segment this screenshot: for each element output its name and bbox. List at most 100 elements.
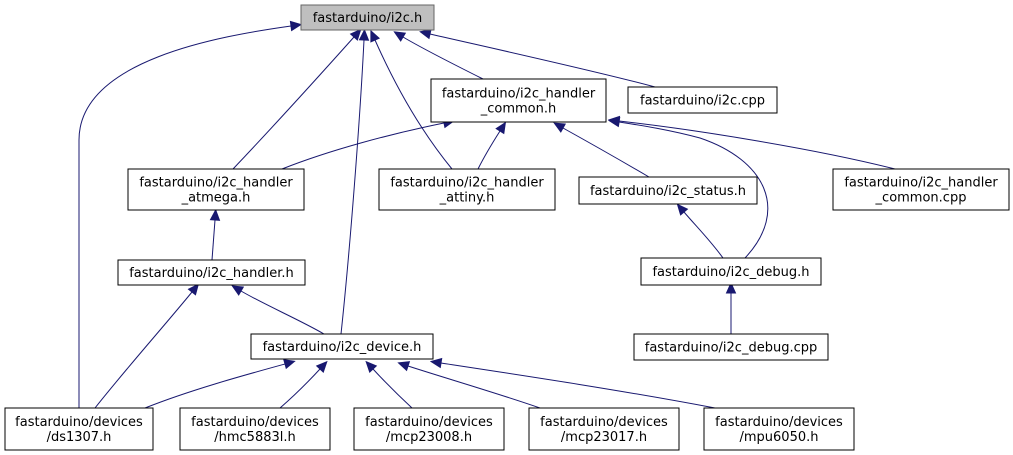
node-mcp23008[interactable]: fastarduino/devices/mcp23008.h [353, 407, 505, 451]
node-common-h[interactable]: fastarduino/i2c_handler_common.h [430, 78, 607, 123]
node-label: fastarduino/i2c_handler.h [129, 266, 294, 281]
edge-line [281, 122, 445, 170]
arrow-head [429, 357, 443, 369]
node-attiny-h[interactable]: fastarduino/i2c_handler_attiny.h [378, 168, 556, 211]
edge-mcp23008-to-device_h [365, 360, 413, 409]
edge-hmc5883l-to-device_h [279, 360, 328, 409]
edge-attiny_h-to-i2c_h [370, 29, 453, 170]
edge-debug_h-to-status_h [676, 203, 724, 259]
node-label: fastarduino/i2c_handler [844, 176, 998, 191]
node-label: /mpu6050.h [740, 430, 819, 445]
arrow-head [370, 29, 381, 43]
arrow-head [365, 360, 378, 373]
arrow-head [495, 121, 507, 135]
edge-debug_cpp-to-debug_h [725, 281, 737, 335]
node-label: fastarduino/i2c.h [313, 11, 423, 26]
edge-mpu6050-to-device_h [429, 357, 716, 409]
node-box [430, 78, 607, 123]
edge-status_h-to-common_h [553, 122, 650, 178]
edge-atmega_h-to-i2c_h [232, 28, 362, 170]
node-debug-cpp[interactable]: fastarduino/i2c_debug.cpp [633, 333, 829, 361]
edge-line [562, 127, 650, 178]
node-box [627, 86, 778, 114]
node-label: fastarduino/devices [15, 415, 143, 430]
edge-line [683, 211, 724, 259]
arrow-head [607, 115, 621, 127]
node-box [353, 407, 505, 451]
nodes-layer: fastarduino/i2c.h fastarduino/i2c_handler… [4, 4, 1010, 451]
edge-line [211, 219, 216, 261]
node-label: fastarduino/i2c_device.h [263, 340, 422, 355]
node-box [633, 333, 829, 361]
node-label: /hmc5883l.h [214, 430, 296, 445]
edge-line [477, 130, 501, 170]
node-handler-h[interactable]: fastarduino/i2c_handler.h [117, 259, 306, 286]
edge-common_h-to-i2c_h [393, 31, 484, 80]
edge-device_h-to-handler_h [231, 285, 325, 335]
node-common-cpp[interactable]: fastarduino/i2c_handler_common.cpp [832, 168, 1010, 211]
arrow-head [315, 360, 328, 373]
arrow-head [283, 359, 296, 370]
node-box [640, 257, 822, 286]
node-label: _common.cpp [875, 191, 967, 206]
edge-handler_h-to-atmega_h [209, 208, 221, 261]
arrow-head [289, 20, 303, 32]
edge-ds1307-to-i2c_h [78, 20, 303, 409]
node-label: fastarduino/devices [191, 415, 319, 430]
node-box [703, 407, 855, 451]
edge-ds1307-to-handler_h [94, 283, 200, 409]
edge-line [94, 291, 193, 409]
arrow-head [553, 122, 567, 133]
node-box [127, 168, 305, 211]
node-label: fastarduino/devices [540, 415, 668, 430]
node-label: fastarduino/i2c.cpp [640, 94, 765, 109]
node-box [250, 333, 434, 360]
node-box [578, 176, 758, 205]
node-mcp23017[interactable]: fastarduino/devices/mcp23017.h [528, 407, 680, 451]
node-i2c-cpp[interactable]: fastarduino/i2c.cpp [627, 86, 778, 114]
node-atmega-h[interactable]: fastarduino/i2c_handler_atmega.h [127, 168, 305, 211]
edge-line [374, 39, 453, 170]
node-label: fastarduino/i2c_debug.h [652, 265, 809, 280]
arrow-head [397, 361, 411, 372]
edge-line [618, 121, 769, 259]
edge-line [144, 363, 286, 409]
node-status-h[interactable]: fastarduino/i2c_status.h [578, 176, 758, 205]
node-box [117, 259, 306, 286]
edge-line [78, 25, 292, 409]
node-hmc5883l[interactable]: fastarduino/devices/hmc5883l.h [179, 407, 331, 451]
edge-attiny_h-to-common_h [477, 121, 507, 170]
edge-ds1307-to-device_h [144, 359, 296, 409]
node-label: /mcp23017.h [561, 430, 647, 445]
node-box [300, 4, 435, 31]
node-label: fastarduino/i2c_handler [442, 87, 596, 102]
node-mpu6050[interactable]: fastarduino/devices/mpu6050.h [703, 407, 855, 451]
node-label: fastarduino/devices [365, 415, 493, 430]
edge-line [240, 290, 325, 335]
edge-line [232, 36, 355, 170]
node-device-h[interactable]: fastarduino/i2c_device.h [250, 333, 434, 360]
edge-line [279, 368, 321, 409]
node-box [4, 407, 154, 451]
node-box [528, 407, 680, 451]
edge-device_h-to-i2c_h [340, 28, 370, 335]
edges-layer [78, 20, 896, 409]
edge-line [402, 36, 484, 80]
node-debug-h[interactable]: fastarduino/i2c_debug.h [640, 257, 822, 286]
arrow-head [419, 28, 432, 40]
node-label: fastarduino/i2c_handler [390, 176, 544, 191]
node-box [179, 407, 331, 451]
edge-atmega_h-to-common_h [281, 117, 455, 170]
arrow-head [676, 203, 689, 216]
arrow-head [231, 285, 245, 296]
node-label: fastarduino/i2c_handler [139, 176, 293, 191]
edge-line [429, 33, 656, 88]
node-ds1307[interactable]: fastarduino/devices/ds1307.h [4, 407, 154, 451]
edge-common_cpp-to-common_h [607, 115, 896, 170]
node-label: /mcp23008.h [386, 430, 472, 445]
node-i2c-h: fastarduino/i2c.h [300, 4, 435, 31]
node-label: _atmega.h [181, 191, 251, 206]
node-label: fastarduino/i2c_status.h [590, 184, 746, 199]
node-label: fastarduino/i2c_debug.cpp [645, 341, 817, 356]
